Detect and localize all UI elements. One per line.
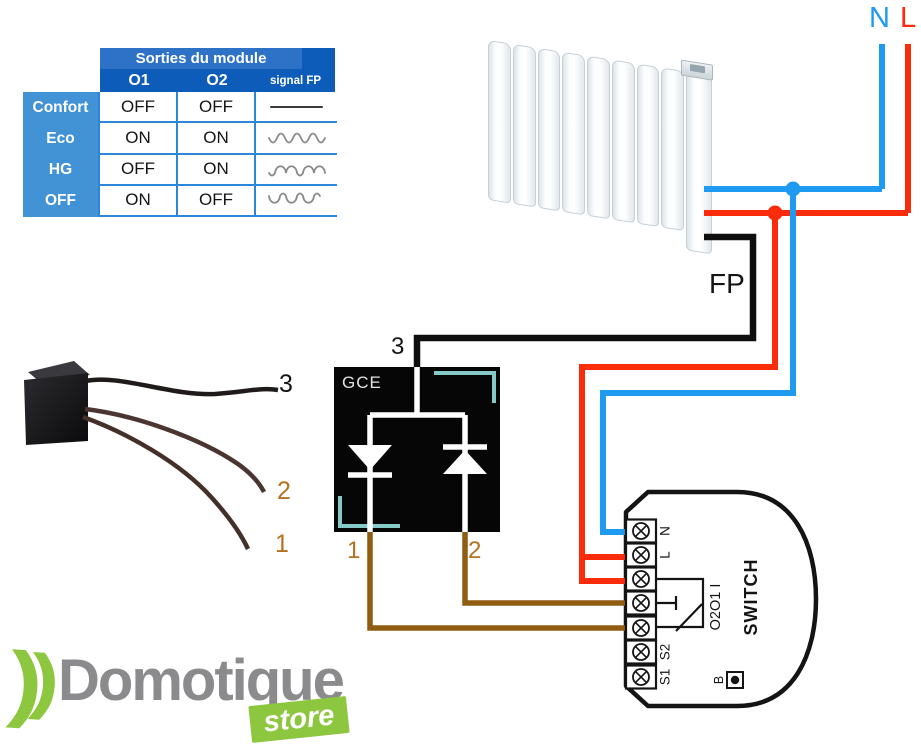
waveform-half-up [267, 165, 326, 177]
waveform-flat [269, 105, 323, 108]
cell-off-o1: ON [100, 185, 178, 217]
column-header-signal-fp: signal FP [269, 74, 322, 87]
corner-bracket-top-right [434, 371, 496, 403]
table-body: OFF OFF ON ON OFF ON ON OFF [98, 92, 337, 217]
sensor-wire2-label: 2 [277, 477, 291, 505]
waveform-half-down [267, 192, 321, 205]
table-title: Sorties du module [100, 48, 302, 69]
row-label-confort: Confort [32, 98, 89, 116]
cell-confort-o1: OFF [100, 92, 178, 124]
row-label-off: OFF [45, 192, 76, 210]
live-junction-dot [767, 205, 783, 221]
gce-diode-module: GCE [334, 367, 500, 532]
gce-module-name: GCE [342, 373, 382, 392]
neutral-label: N [869, 2, 890, 34]
terminal-label-n: N [658, 526, 673, 536]
gce-pin1-label: 1 [347, 537, 361, 564]
terminal-label-s2: S2 [658, 644, 673, 661]
terminal-screw-i [624, 566, 658, 592]
terminal-label-io: O2O1 I [708, 584, 724, 631]
service-button-dot [730, 675, 740, 685]
cell-eco-o2: ON [178, 123, 256, 155]
cell-off-o2: OFF [178, 185, 256, 217]
terminal-screw-s1 [624, 664, 658, 690]
terminal-screw-s2 [624, 639, 658, 665]
cell-hg-o2: ON [178, 154, 256, 186]
cell-hg-o1: OFF [100, 154, 178, 186]
column-header-o1: O1 [128, 71, 150, 89]
domotique-store-logo: ) ) Domotique store [5, 634, 357, 744]
gce-output-wires [367, 530, 632, 631]
antiparallel-diodes-schematic [348, 367, 487, 532]
plug-front-face [24, 373, 88, 445]
sensor-wire1-label: 1 [275, 530, 289, 558]
gce-pin3-label: 3 [391, 333, 405, 360]
terminal-label-s1: S1 [658, 669, 673, 686]
row-label-hg: HG [48, 161, 73, 179]
plug-wire-1 [82, 414, 251, 550]
waveform-sine [267, 132, 326, 144]
pilot-wire-fp [413, 233, 757, 373]
sensor-wire3-label: 3 [279, 370, 293, 398]
terminal-screw-o2 [624, 615, 658, 641]
pilot-wire-label: FP [709, 268, 745, 299]
relay-contact-symbol [656, 577, 705, 632]
cell-eco-signal [256, 123, 337, 155]
terminal-screw-l [624, 542, 658, 568]
fil-pilote-plug [24, 361, 279, 550]
cell-eco-o1: ON [100, 123, 178, 155]
cell-off-signal [256, 185, 337, 217]
live-wire [579, 44, 911, 584]
module-outputs-table-header: Sorties du module O1 O2 signal FP [100, 48, 335, 92]
cell-confort-o2: OFF [178, 92, 256, 124]
diode-up [443, 450, 487, 474]
column-header-o2: O2 [206, 71, 228, 89]
switch-module-name: SWITCH [741, 559, 761, 636]
button-label-b: B [712, 676, 726, 684]
terminal-label-l: L [658, 551, 673, 559]
plug-wire-2 [84, 406, 267, 494]
table-row-labels: Confort Eco HG OFF [23, 92, 98, 217]
terminal-screw-o1 [624, 590, 658, 616]
row-label-eco: Eco [46, 129, 75, 147]
neutral-junction-dot [785, 181, 801, 197]
diode-down [348, 445, 392, 470]
live-label: L [900, 2, 917, 34]
switch-module-body [623, 489, 819, 709]
table-column-headers: O1 O2 signal FP [100, 69, 335, 92]
gce-pin2-label: 2 [468, 537, 482, 564]
cell-confort-signal [256, 92, 337, 124]
terminal-screw-n [624, 518, 658, 544]
cell-hg-signal [256, 154, 337, 186]
plug-wire-3 [85, 377, 279, 397]
